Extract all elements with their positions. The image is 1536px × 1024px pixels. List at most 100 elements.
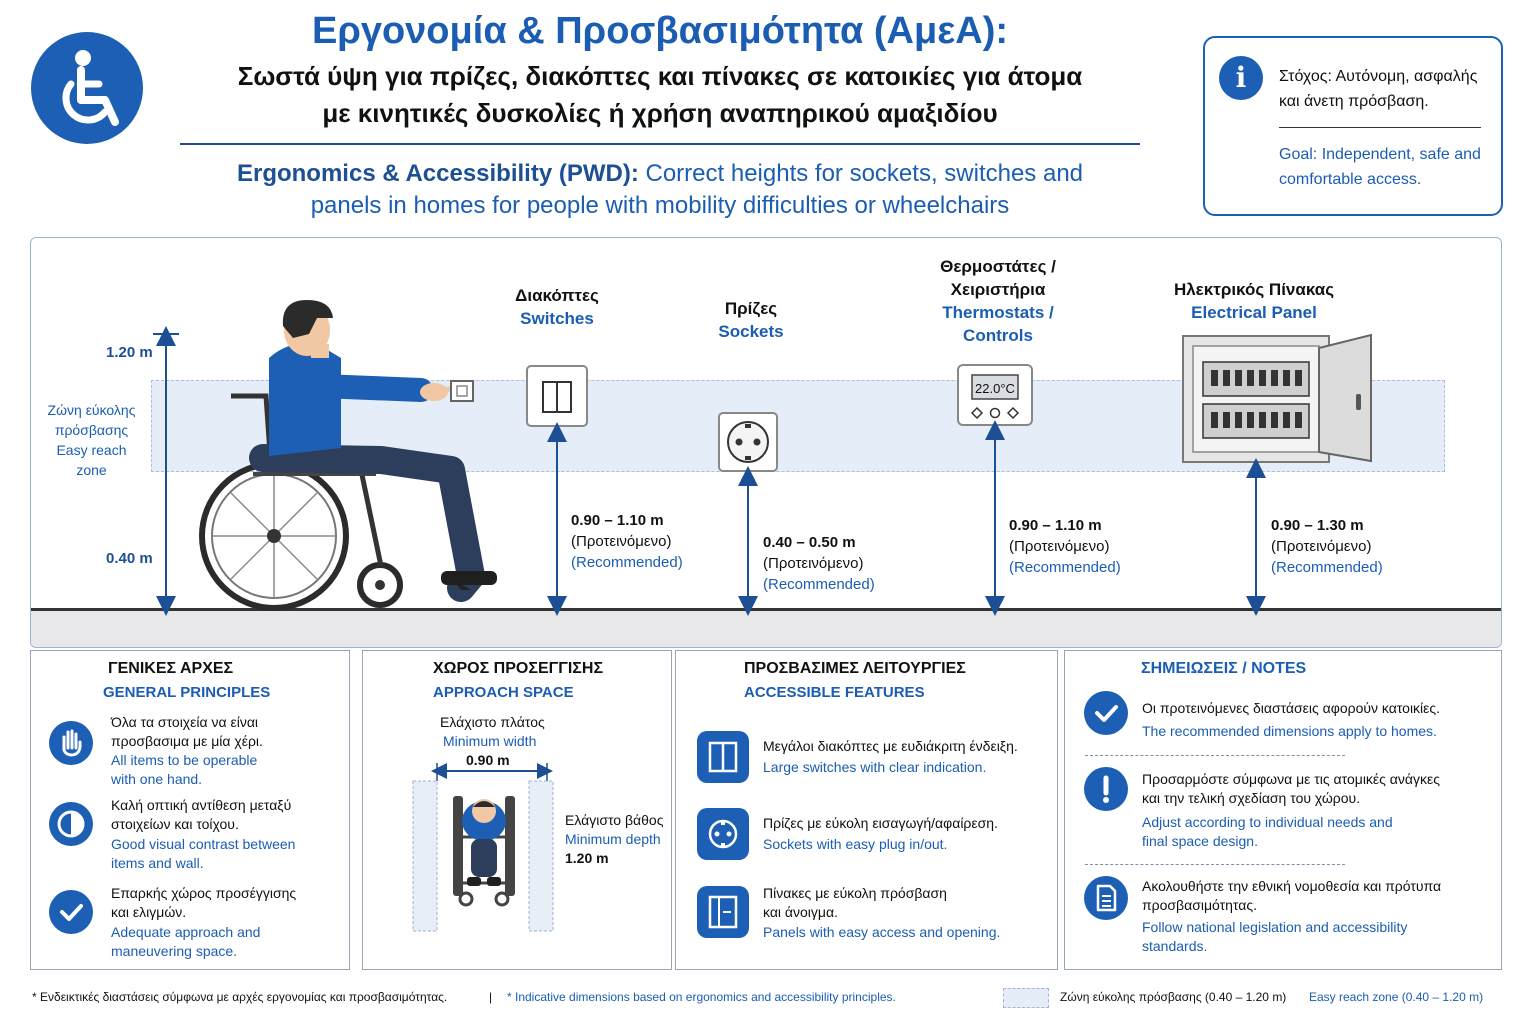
subtitle-greek: Σωστά ύψη για πρίζες, διακόπτες και πίνα… bbox=[180, 58, 1140, 132]
electrical-panel-device bbox=[1182, 333, 1372, 463]
legend-english: Easy reach zone (0.40 – 1.20 m) bbox=[1309, 990, 1484, 1004]
thermostat-display: 22.0°C bbox=[975, 381, 1015, 396]
min-depth-en: Minimum depth bbox=[565, 831, 661, 847]
thermostats-rec-gr: (Προτεινόμενο) bbox=[1009, 538, 1110, 555]
socket-device bbox=[718, 412, 778, 472]
footer-note-greek: * Ενδεικτικές διαστάσεις σύμφωνα με αρχέ… bbox=[32, 990, 448, 1004]
switch-icon bbox=[697, 731, 749, 783]
thermostats-title-gr-2: Χειριστήρια bbox=[950, 280, 1046, 299]
subtitle-english-line-1: Correct heights for sockets, switches an… bbox=[645, 160, 1084, 187]
sockets-range: 0.40 – 0.50 m bbox=[763, 534, 856, 551]
level-label-bottom: 0.40 m bbox=[106, 550, 153, 567]
logo bbox=[31, 32, 143, 144]
zone-label-en-2: zone bbox=[76, 462, 107, 478]
note-1-gr: Οι προτεινόμενες διαστάσεις αφορούν κατο… bbox=[1142, 700, 1441, 716]
sockets-title-en: Sockets bbox=[718, 322, 784, 341]
legend-greek: Ζώνη εύκολης πρόσβασης (0.40 – 1.20 m) bbox=[1060, 990, 1287, 1004]
thermostats-rec-en: (Recommended) bbox=[1009, 559, 1121, 576]
note-3-en: Follow national legislation and accessib… bbox=[1142, 919, 1408, 954]
features-subtitle: ACCESSIBLE FEATURES bbox=[744, 684, 925, 701]
feature-3-en: Panels with easy access and opening. bbox=[763, 924, 1001, 940]
notes-divider-2 bbox=[1085, 864, 1345, 865]
subtitle-english-line-2: panels in homes for people with mobility… bbox=[310, 192, 1010, 219]
zone-label: Ζώνη εύκολης πρόσβασης Easy reach zone bbox=[39, 400, 144, 480]
footer-divider: | bbox=[489, 990, 493, 1004]
electrical-panel-title-gr: Ηλεκτρικός Πίνακας bbox=[1173, 280, 1335, 299]
check-icon bbox=[49, 890, 93, 934]
note-2-en: Adjust according to individual needs and… bbox=[1142, 814, 1393, 849]
floor-line bbox=[31, 608, 1501, 611]
approach-title: ΧΩΡΟΣ ΠΡΟΣΕΓΓΙΣΗΣ bbox=[433, 660, 604, 677]
approach-subtitle: APPROACH SPACE bbox=[433, 684, 574, 701]
check-icon bbox=[1084, 691, 1128, 735]
switches-title-gr: Διακόπτες bbox=[515, 286, 599, 305]
thermostats-title: Θερμοστάτες / Χειριστήρια Thermostats / … bbox=[898, 255, 1098, 347]
switches-rec-en: (Recommended) bbox=[571, 554, 683, 571]
zone-label-gr-2: πρόσβασης bbox=[54, 422, 129, 438]
panel-measurement: 0.90 – 1.30 m (Προτεινόμενο) (Recommende… bbox=[1271, 515, 1383, 578]
height-diagram: 1.20 m 0.40 m Ζώνη εύκολης πρόσβασης Eas… bbox=[30, 237, 1502, 648]
subtitle-english: Ergonomics & Accessibility (PWD): Correc… bbox=[180, 158, 1140, 222]
subtitle-greek-line-2: με κινητικές δυσκολίες ή χρήση αναπηρικο… bbox=[322, 98, 998, 128]
contrast-icon bbox=[49, 802, 93, 846]
feature-1-en: Large switches with clear indication. bbox=[763, 759, 987, 775]
reference-dimension bbox=[153, 326, 179, 616]
legend-swatch bbox=[1003, 988, 1049, 1008]
switches-rec-gr: (Προτεινόμενο) bbox=[571, 533, 672, 550]
approach-space-graphic bbox=[412, 763, 554, 932]
feature-2-en: Sockets with easy plug in/out. bbox=[763, 836, 948, 852]
notes-title: ΣΗΜΕΙΩΣΕΙΣ / NOTES bbox=[1141, 660, 1307, 677]
footer-note-english: * Indicative dimensions based on ergonom… bbox=[507, 990, 896, 1004]
features-title: ΠΡΟΣΒΑΣΙΜΕΣ ΛΕΙΤΟΥΡΓΙΕΣ bbox=[744, 660, 966, 677]
general-principles-panel: ΓΕΝΙΚΕΣ ΑΡΧΕΣ GENERAL PRINCIPLES Όλα τα … bbox=[30, 650, 350, 970]
goal-divider bbox=[1279, 127, 1481, 128]
electrical-panel-title: Ηλεκτρικός Πίνακας Electrical Panel bbox=[1144, 278, 1364, 324]
thermostats-range: 0.90 – 1.10 m bbox=[1009, 517, 1102, 534]
sockets-rec-gr: (Προτεινόμενο) bbox=[763, 555, 864, 572]
switches-title: Διακόπτες Switches bbox=[477, 284, 637, 330]
thermostats-title-en-1: Thermostats / bbox=[942, 303, 1054, 322]
min-depth-gr: Ελάγιστο βάθος bbox=[565, 812, 664, 828]
sockets-rec-en: (Recommended) bbox=[763, 576, 875, 593]
goal-box: i Στόχος: Αυτόνομη, ασφαλής και άνετη πρ… bbox=[1203, 36, 1503, 216]
floor bbox=[31, 611, 1501, 647]
sockets-measurement: 0.40 – 0.50 m (Προτεινόμενο) (Recommende… bbox=[763, 532, 875, 595]
min-width-en: Minimum width bbox=[443, 733, 537, 749]
socket-icon bbox=[697, 808, 749, 860]
panel-range: 0.90 – 1.30 m bbox=[1271, 517, 1364, 534]
sockets-title: Πρίζες Sockets bbox=[671, 297, 831, 343]
goal-english: Goal: Independent, safe and comfortable … bbox=[1279, 146, 1481, 188]
zone-label-en-1: Easy reach bbox=[56, 442, 127, 458]
note-1-en: The recommended dimensions apply to home… bbox=[1142, 723, 1437, 739]
thermostat-device: 22.0°C bbox=[957, 364, 1033, 426]
title-divider bbox=[180, 143, 1140, 145]
subtitle-greek-line-1: Σωστά ύψη για πρίζες, διακόπτες και πίνα… bbox=[237, 61, 1083, 91]
document-icon bbox=[1084, 876, 1128, 920]
hand-icon bbox=[49, 721, 93, 765]
diagram-graphics: 22.0°C bbox=[153, 300, 1372, 616]
panel-rec-gr: (Προτεινόμενο) bbox=[1271, 538, 1372, 555]
switches-measurement: 0.90 – 1.10 m (Προτεινόμενο) (Recommende… bbox=[571, 510, 683, 573]
thermostats-title-gr-1: Θερμοστάτες / bbox=[940, 257, 1056, 276]
info-icon: i bbox=[1219, 56, 1263, 100]
zone-label-gr-1: Ζώνη εύκολης bbox=[47, 402, 136, 418]
subtitle-english-bold: Ergonomics & Accessibility (PWD): bbox=[236, 160, 639, 187]
panel-rec-en: (Recommended) bbox=[1271, 559, 1383, 576]
notes-panel: ΣΗΜΕΙΩΣΕΙΣ / NOTES Οι προτεινόμενες διασ… bbox=[1064, 650, 1502, 970]
general-title: ΓΕΝΙΚΕΣ ΑΡΧΕΣ bbox=[108, 660, 234, 677]
wheelchair-icon bbox=[62, 50, 119, 126]
thermostats-title-en-2: Controls bbox=[963, 326, 1033, 345]
general-subtitle: GENERAL PRINCIPLES bbox=[103, 684, 271, 701]
electrical-panel-title-en: Electrical Panel bbox=[1191, 303, 1317, 322]
min-width-gr: Ελάχιστο πλάτος bbox=[440, 714, 545, 730]
min-depth-value: 1.20 m bbox=[565, 850, 609, 866]
switches-range: 0.90 – 1.10 m bbox=[571, 512, 664, 529]
accessible-features-panel: ΠΡΟΣΒΑΣΙΜΕΣ ΛΕΙΤΟΥΡΓΙΕΣ ACCESSIBLE FEATU… bbox=[675, 650, 1058, 970]
notes-divider-1 bbox=[1085, 755, 1345, 756]
